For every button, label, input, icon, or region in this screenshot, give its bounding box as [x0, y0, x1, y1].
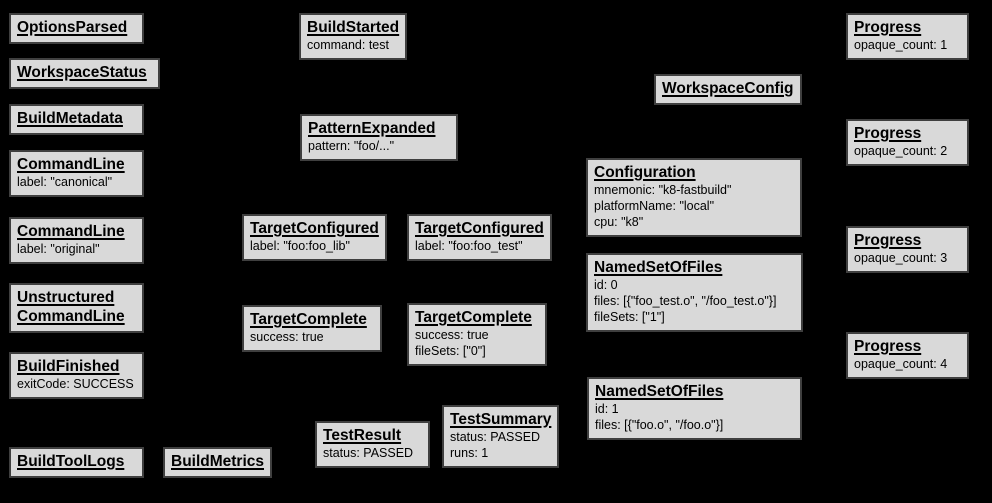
event-box-target-complete-test-line: success: true — [415, 328, 489, 342]
event-box-build-finished-title: BuildFinished — [17, 358, 120, 375]
event-box-configuration-title: Configuration — [594, 164, 696, 181]
event-box-build-tool-logs: BuildToolLogs — [9, 447, 144, 478]
event-box-progress-4-title: Progress — [854, 338, 922, 355]
event-box-progress-1-line: opaque_count: 1 — [854, 38, 948, 52]
event-box-named-set-of-files-1: NamedSetOfFiles id: 1 files: [{"foo.o", "/… — [587, 377, 802, 440]
event-box-build-metadata-title: BuildMetadata — [17, 110, 123, 127]
event-box-configuration: Configuration mnemonic: "k8-fastbuild" pla… — [586, 158, 802, 237]
event-box-build-metrics: BuildMetrics — [163, 447, 273, 478]
event-box-test-result-line: status: PASSED — [323, 446, 414, 460]
event-box-unstructured-command-line: Unstructured CommandLine — [9, 283, 144, 333]
event-box-command-line-original-title: CommandLine — [17, 223, 125, 240]
event-box-build-finished-line: exitCode: SUCCESS — [17, 377, 134, 391]
event-box-named-set-of-files-1-line: id: 1 — [595, 402, 619, 416]
event-box-test-summary: TestSummary status: PASSED runs: 1 — [442, 405, 560, 468]
event-box-target-complete-test-title: TargetComplete — [415, 309, 532, 326]
event-box-test-summary-title: TestSummary — [450, 411, 552, 428]
event-box-workspace-status: WorkspaceStatus — [9, 58, 160, 89]
event-box-pattern-expanded: PatternExpanded pattern: "foo/..." — [300, 114, 458, 161]
event-box-test-summary-line: runs: 1 — [450, 446, 489, 460]
event-box-progress-4-line: opaque_count: 4 — [854, 357, 948, 371]
event-box-build-tool-logs-title: BuildToolLogs — [17, 453, 125, 470]
event-box-named-set-of-files-0-title: NamedSetOfFiles — [594, 259, 723, 276]
event-box-workspace-config: WorkspaceConfig — [654, 74, 802, 105]
event-box-test-result: TestResult status: PASSED — [315, 421, 430, 468]
event-box-progress-2-title: Progress — [854, 125, 922, 142]
event-box-target-complete-test: TargetComplete success: true fileSets: ["0… — [407, 303, 547, 366]
event-box-pattern-expanded-title: PatternExpanded — [308, 120, 436, 137]
event-box-command-line-canonical-title: CommandLine — [17, 156, 125, 173]
event-box-progress-3-title: Progress — [854, 232, 922, 249]
event-box-progress-3: Progress opaque_count: 3 — [846, 226, 969, 273]
event-box-build-metrics-title: BuildMetrics — [171, 453, 265, 470]
event-box-pattern-expanded-line: pattern: "foo/..." — [308, 139, 395, 153]
event-box-target-complete-test-line: fileSets: ["0"] — [415, 344, 486, 358]
event-box-named-set-of-files-1-title: NamedSetOfFiles — [595, 383, 724, 400]
event-box-configuration-line: platformName: "local" — [594, 199, 715, 213]
event-box-target-configured-foo-test: TargetConfigured label: "foo:foo_test" — [407, 214, 552, 261]
event-box-progress-1-title: Progress — [854, 19, 922, 36]
event-box-workspace-config-title: WorkspaceConfig — [662, 80, 794, 97]
event-box-command-line-canonical-line: label: "canonical" — [17, 175, 113, 189]
event-box-test-summary-line: status: PASSED — [450, 430, 541, 444]
event-box-configuration-line: cpu: "k8" — [594, 215, 644, 229]
event-box-named-set-of-files-0-line: files: [{"foo_test.o", "/foo_test.o"}] — [594, 294, 777, 308]
event-box-target-complete-lib-title: TargetComplete — [250, 311, 367, 328]
event-box-command-line-canonical: CommandLine label: "canonical" — [9, 150, 144, 197]
event-box-build-metadata: BuildMetadata — [9, 104, 144, 135]
event-box-named-set-of-files-0: NamedSetOfFiles id: 0 files: [{"foo_test.o… — [586, 253, 803, 332]
event-box-options-parsed-title: OptionsParsed — [17, 19, 128, 36]
event-box-workspace-status-title: WorkspaceStatus — [17, 64, 147, 81]
event-box-progress-4: Progress opaque_count: 4 — [846, 332, 969, 379]
event-box-build-finished: BuildFinished exitCode: SUCCESS — [9, 352, 144, 399]
event-box-progress-1: Progress opaque_count: 1 — [846, 13, 969, 60]
event-box-options-parsed: OptionsParsed — [9, 13, 144, 44]
event-box-build-started-line: command: test — [307, 38, 389, 52]
event-box-target-complete-lib: TargetComplete success: true — [242, 305, 382, 352]
event-box-command-line-original: CommandLine label: "original" — [9, 217, 144, 264]
event-box-configuration-line: mnemonic: "k8-fastbuild" — [594, 183, 732, 197]
event-box-named-set-of-files-1-line: files: [{"foo.o", "/foo.o"}] — [595, 418, 724, 432]
event-box-named-set-of-files-0-line: id: 0 — [594, 278, 618, 292]
event-box-target-configured-foo-test-line: label: "foo:foo_test" — [415, 239, 523, 253]
event-box-target-configured-foo-lib: TargetConfigured label: "foo:foo_lib" — [242, 214, 387, 261]
event-box-build-started: BuildStarted command: test — [299, 13, 408, 60]
event-box-progress-2: Progress opaque_count: 2 — [846, 119, 969, 166]
event-box-target-configured-foo-test-title: TargetConfigured — [415, 220, 544, 237]
event-box-unstructured-command-line-title: Unstructured CommandLine — [17, 289, 125, 325]
event-box-command-line-original-line: label: "original" — [17, 242, 100, 256]
event-box-progress-3-line: opaque_count: 3 — [854, 251, 948, 265]
event-box-build-started-title: BuildStarted — [307, 19, 400, 36]
event-box-target-complete-lib-line: success: true — [250, 330, 324, 344]
event-box-target-configured-foo-lib-line: label: "foo:foo_lib" — [250, 239, 350, 253]
event-box-progress-2-line: opaque_count: 2 — [854, 144, 948, 158]
event-box-test-result-title: TestResult — [323, 427, 402, 444]
event-box-named-set-of-files-0-line: fileSets: ["1"] — [594, 310, 665, 324]
event-box-target-configured-foo-lib-title: TargetConfigured — [250, 220, 379, 237]
